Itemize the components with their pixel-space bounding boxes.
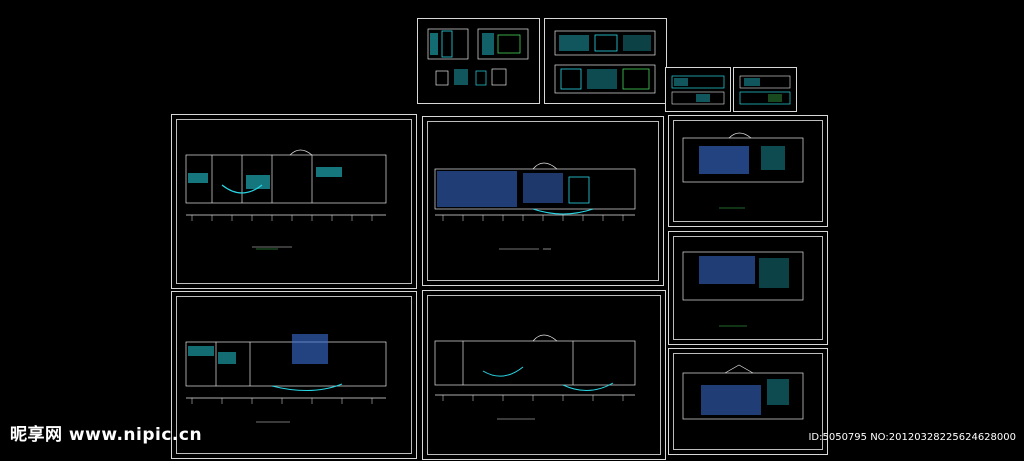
sheet-frame <box>176 119 412 284</box>
side-plan-drawing-2 <box>682 251 804 327</box>
elevation-sheet-1[interactable] <box>417 18 540 104</box>
elevation-drawing-1 <box>427 28 529 86</box>
side-plan-sheet-1[interactable] <box>668 115 828 227</box>
floor-plan-sheet-4[interactable] <box>422 290 666 460</box>
elevation-sheet-2[interactable] <box>544 18 667 104</box>
sheet-frame <box>673 236 823 340</box>
side-plan-sheet-2[interactable] <box>668 231 828 345</box>
detail-drawing-2 <box>739 75 791 105</box>
detail-drawing-1 <box>671 75 725 105</box>
sheet-frame <box>673 353 823 450</box>
floor-plan-drawing-2 <box>434 162 636 250</box>
sheet-frame <box>176 296 412 454</box>
floor-plan-sheet-1[interactable] <box>171 114 417 289</box>
detail-sheet-1[interactable] <box>665 67 731 112</box>
watermark-logo: 昵享网 www.nipic.cn <box>10 425 203 445</box>
watermark-id: ID:5050795 NO:20120328225624628000 <box>808 432 1016 443</box>
floor-plan-drawing-3 <box>185 334 387 423</box>
sheet-frame <box>673 120 823 222</box>
side-plan-sheet-3[interactable] <box>668 348 828 455</box>
floor-plan-sheet-3[interactable] <box>171 291 417 459</box>
side-plan-drawing-1 <box>682 132 804 209</box>
floor-plan-drawing-4 <box>434 334 636 420</box>
elevation-drawing-2 <box>554 30 656 94</box>
side-plan-drawing-3 <box>682 364 804 420</box>
detail-sheet-2[interactable] <box>733 67 797 112</box>
floor-plan-sheet-2[interactable] <box>422 116 664 286</box>
sheet-frame <box>427 121 659 281</box>
floor-plan-drawing-1 <box>185 149 387 250</box>
